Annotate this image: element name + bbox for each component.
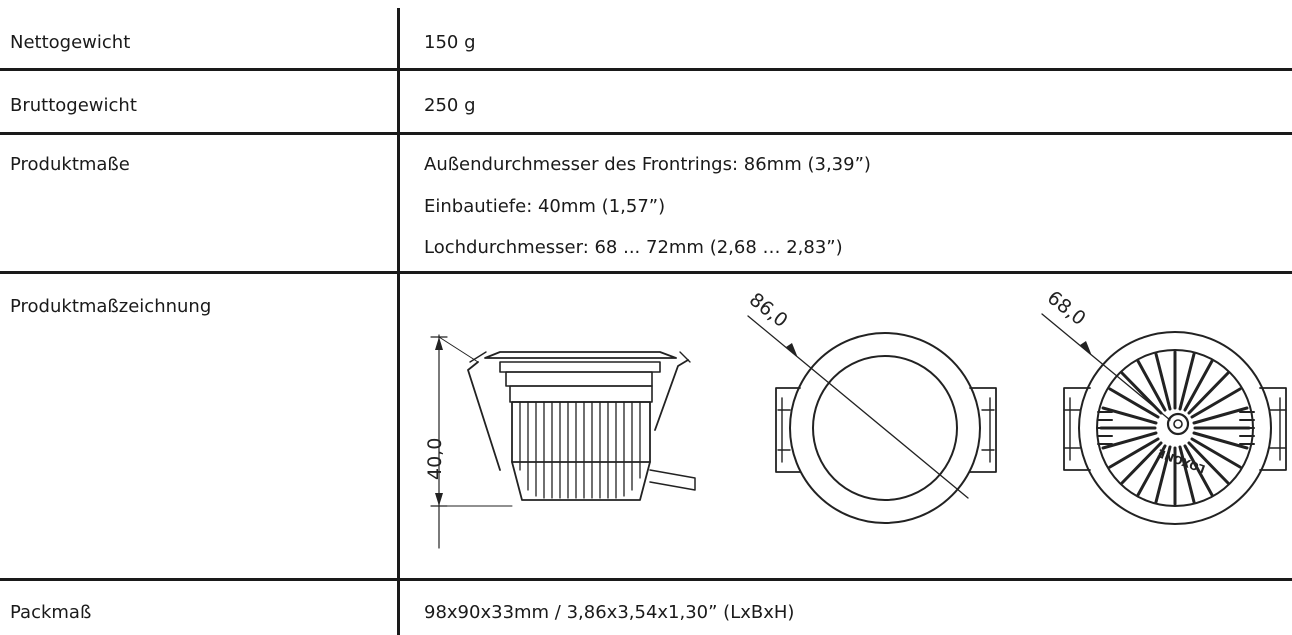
front-diameter-label: 86,0 (745, 289, 792, 332)
row-value-packmass: 98x90x33mm / 3,86x3,54x1,30” (LxBxH) (424, 602, 795, 623)
row-label-bruttogewicht: Bruttogewicht (10, 95, 137, 116)
row-divider (0, 578, 1292, 581)
row-divider (0, 271, 1292, 274)
dimension-drawing: 40,0 (400, 274, 1292, 578)
row-label-produktmasszeichnung: Produktmaßzeichnung (10, 296, 212, 317)
row-value-nettogewicht: 150 g (424, 32, 476, 53)
side-view-drawing: 40,0 (424, 334, 696, 549)
height-dimension-label: 40,0 (424, 438, 446, 480)
row-divider (0, 132, 1292, 135)
row-value-bruttogewicht: 250 g (424, 95, 476, 116)
row-label-nettogewicht: Nettogewicht (10, 32, 131, 53)
column-divider (397, 8, 400, 635)
front-view-drawing: 86,0 (745, 289, 997, 524)
row-value-front-ring-diameter: Außendurchmesser des Frontrings: 86mm (3… (424, 154, 871, 175)
back-diameter-label: 68,0 (1043, 287, 1090, 330)
row-value-installation-depth: Einbautiefe: 40mm (1,57”) (424, 196, 666, 217)
row-divider (0, 68, 1292, 71)
row-label-produktmasse: Produktmaße (10, 154, 130, 175)
back-view-drawing: 68,0 LOXONE (1041, 287, 1287, 525)
row-value-hole-diameter: Lochdurchmesser: 68 ... 72mm (2,68 … 2,8… (424, 237, 843, 258)
row-label-packmass: Packmaß (10, 602, 92, 623)
